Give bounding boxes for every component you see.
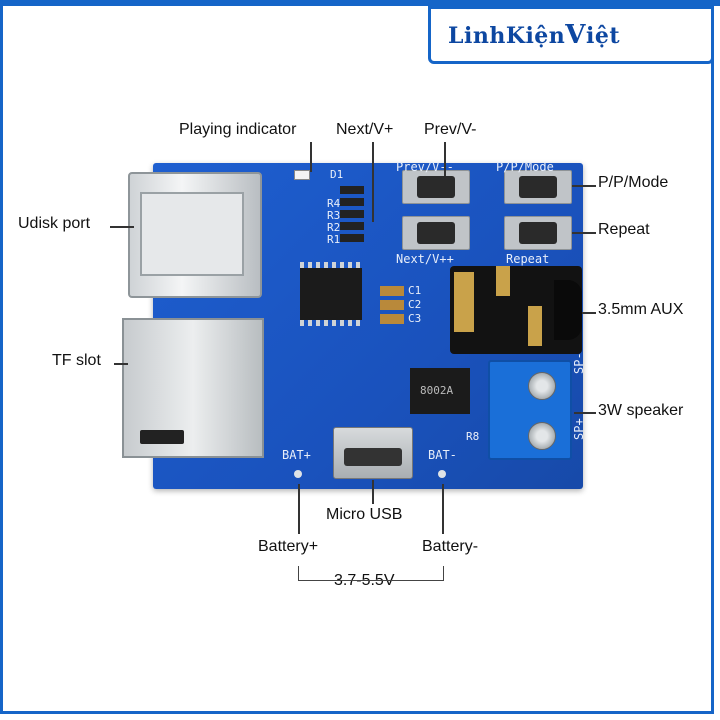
label-next: Next/V+: [336, 121, 394, 138]
leader-prev: [444, 142, 446, 176]
brand-logo: LinhKiệnViệt: [448, 20, 620, 50]
usb-slot: [140, 192, 244, 276]
usb-a-port: [128, 172, 262, 298]
main-ic-chip: [300, 268, 362, 320]
silk-next: Next/V++: [396, 252, 454, 266]
silk-c3: C3: [408, 312, 422, 325]
silk-prev: Prev/V--: [396, 160, 454, 174]
label-repeat: Repeat: [598, 221, 650, 238]
terminal-screw-top: [528, 372, 556, 400]
aux-jack: [450, 266, 582, 354]
amplifier-ic-chip: [410, 368, 470, 414]
silk-sp-plus: SP+: [572, 418, 586, 440]
label-udisk-port: Udisk port: [18, 215, 91, 232]
leader-udisk: [110, 226, 134, 228]
label-battery-minus: Battery-: [422, 538, 479, 555]
logo-v-icon: V: [565, 20, 586, 50]
bat-plus-pad: [294, 470, 302, 478]
logo-suffix: iệt: [585, 23, 621, 49]
pp-mode-button[interactable]: [504, 170, 572, 204]
silk-8002a: 8002A: [420, 384, 454, 397]
micro-usb-connector: [333, 427, 413, 479]
silk-r4: R4: [327, 197, 341, 210]
leader-pp-mode: [572, 185, 596, 187]
resistor-column: [340, 186, 364, 244]
capacitor-c2: [380, 300, 404, 310]
silk-repeat: Repeat: [506, 252, 550, 266]
leader-repeat: [572, 232, 596, 234]
terminal-screw-bottom: [528, 422, 556, 450]
logo-box: [428, 6, 714, 64]
label-micro-usb: Micro USB: [326, 506, 403, 523]
main-ic-pins-top: [300, 262, 362, 268]
main-ic-pins-bottom: [300, 320, 362, 326]
silk-c2: C2: [408, 298, 422, 311]
label-aux: 3.5mm AUX: [598, 301, 684, 318]
silk-pp-mode: P/P/Mode: [496, 160, 554, 174]
silk-bat-minus: BAT-: [428, 448, 457, 462]
repeat-button[interactable]: [504, 216, 572, 250]
next-button[interactable]: [402, 216, 470, 250]
leader-playing-indicator: [310, 142, 312, 172]
label-prev: Prev/V-: [424, 121, 477, 138]
leader-micro-usb: [372, 480, 374, 504]
label-tf-slot: TF slot: [52, 352, 101, 369]
capacitor-c1: [380, 286, 404, 296]
leader-battery-minus: [442, 484, 444, 534]
silk-r8: R8: [466, 430, 480, 443]
silk-r3: R3: [327, 209, 341, 222]
silk-r2: R2: [327, 221, 341, 234]
label-playing-indicator: Playing indicator: [179, 121, 297, 138]
leader-tf: [114, 363, 128, 365]
silk-sp-minus: SP-: [572, 352, 586, 374]
leader-speaker: [574, 412, 596, 414]
capacitor-c3: [380, 314, 404, 324]
frame-top-bar: [0, 0, 720, 6]
speaker-terminal: [488, 360, 572, 460]
label-speaker: 3W speaker: [598, 402, 684, 419]
bat-minus-pad: [438, 470, 446, 478]
playing-led: [294, 170, 310, 180]
label-pp-mode: P/P/Mode: [598, 174, 669, 191]
silk-r1: R1: [327, 233, 341, 246]
leader-next: [372, 142, 374, 222]
leader-battery-plus: [298, 484, 300, 534]
silk-d1: D1: [330, 168, 344, 181]
tf-latch: [140, 430, 184, 444]
logo-prefix: LinhKiện: [448, 23, 566, 49]
voltage-bracket: [298, 566, 444, 581]
label-battery-plus: Battery+: [258, 538, 319, 555]
prev-button[interactable]: [402, 170, 470, 204]
leader-aux: [582, 312, 596, 314]
silk-bat-plus: BAT+: [282, 448, 311, 462]
silk-c1: C1: [408, 284, 422, 297]
